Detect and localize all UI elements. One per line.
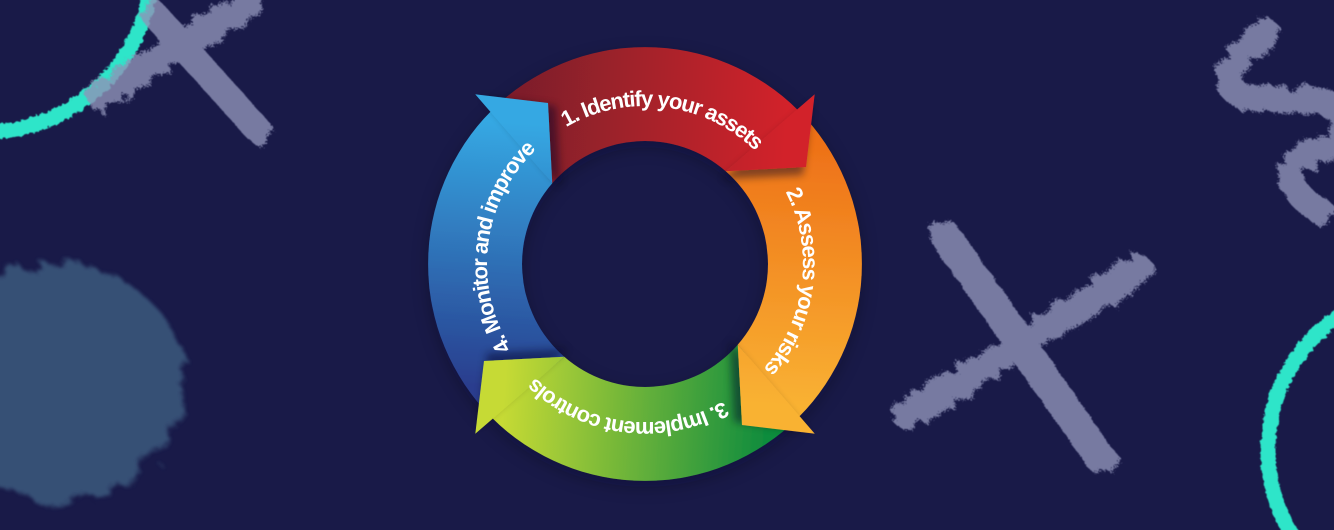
chalk-x-right (892, 219, 1154, 474)
chalk-x-top-left (86, 0, 272, 144)
spray-circle-bottom-left (0, 264, 184, 500)
teal-arc-bottom-right (1260, 310, 1334, 530)
chalk-squiggle-top-right (1216, 20, 1334, 225)
cycle-diagram: 1. Identify your assets 2. Assess your r… (428, 47, 862, 481)
